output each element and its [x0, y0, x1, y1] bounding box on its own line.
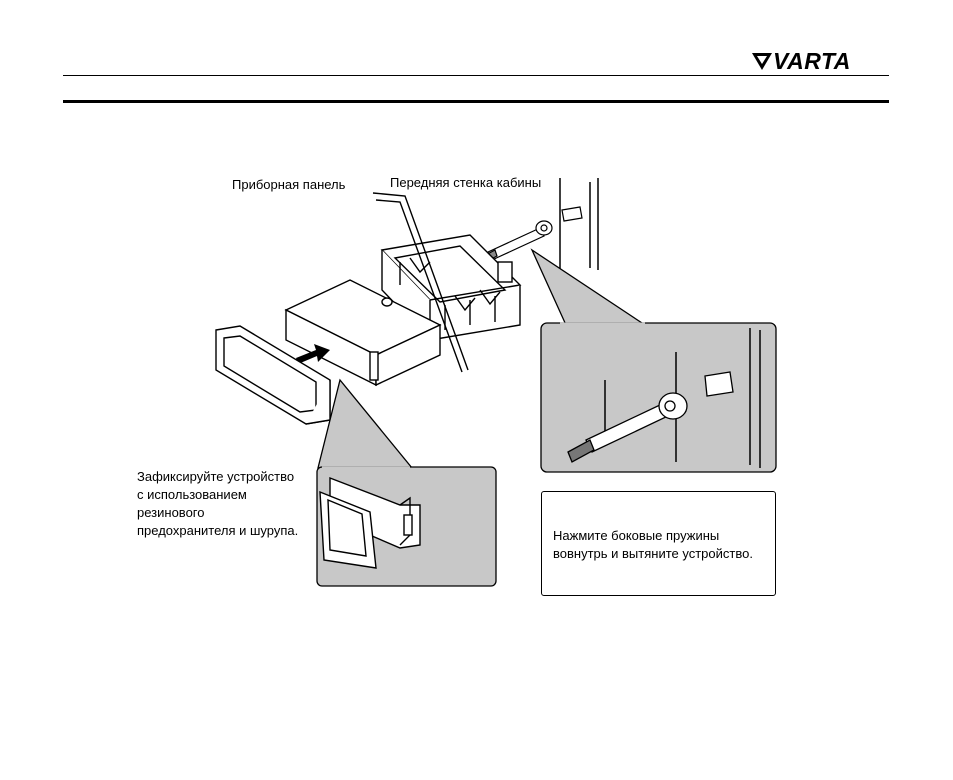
label-cabin-wall: Передняя стенка кабины [390, 175, 541, 191]
fix-instruction-line: резинового [137, 504, 298, 522]
press-springs-line: вовнутрь и вытяните устройство. [553, 545, 753, 563]
fix-instruction-line: Зафиксируйте устройство [137, 468, 298, 486]
fix-instruction-line: с использованием [137, 486, 298, 504]
wall-clip-illustration [562, 207, 582, 221]
fix-instruction-line: предохранителя и шурупа. [137, 522, 298, 540]
fix-instruction-text: Зафиксируйте устройство с использованием… [137, 468, 298, 540]
frame-detail-callout [317, 380, 496, 586]
press-springs-text: Нажмите боковые пружины вовнутрь и вытян… [553, 527, 753, 563]
bolt-detail-callout [532, 250, 776, 472]
label-dashboard: Приборная панель [232, 177, 345, 193]
press-springs-box: Нажмите боковые пружины вовнутрь и вытян… [541, 491, 776, 596]
press-springs-line: Нажмите боковые пружины [553, 527, 753, 545]
